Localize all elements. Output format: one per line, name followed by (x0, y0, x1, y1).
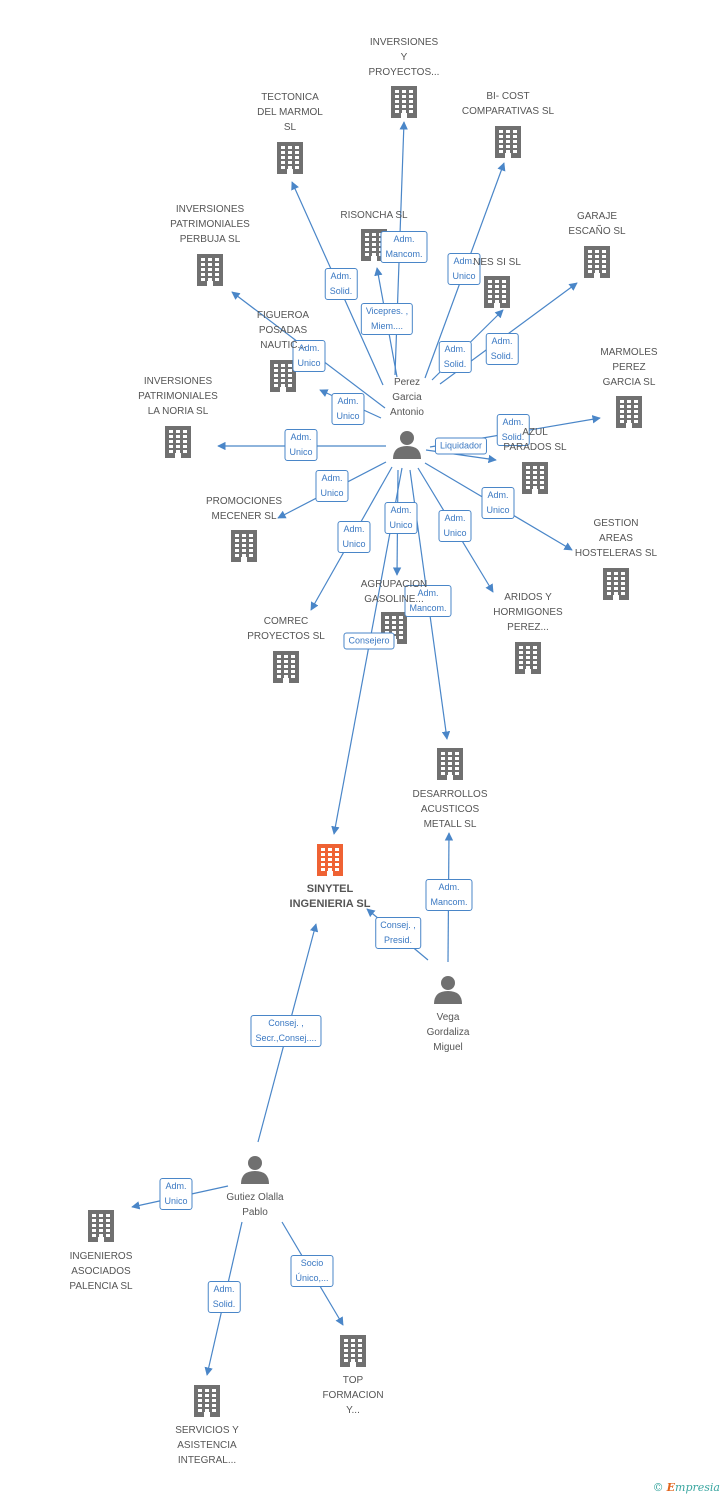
company-icon-marmoles[interactable] (616, 396, 642, 428)
edge-label-perez-risoncha[interactable]: Vicepres. , Miem.... (360, 303, 414, 335)
company-icon-ingenieros[interactable] (88, 1210, 114, 1242)
company-icon-garaje[interactable] (584, 246, 610, 278)
edge-label-perez-comrec[interactable]: Adm. Unico (337, 521, 371, 553)
edge-label-perez-mecener[interactable]: Adm. Unico (315, 470, 349, 502)
edge-label-perez-gestion[interactable]: Adm. Unico (481, 487, 515, 519)
company-icon-desarrollos[interactable] (437, 748, 463, 780)
node-label-aridos[interactable]: ARIDOS Y HORMIGONES PEREZ... (493, 592, 563, 633)
node-label-desarrollos[interactable]: DESARROLLOS ACUSTICOS METALL SL (412, 789, 488, 830)
person-icon-perez[interactable] (393, 431, 421, 459)
company-icon-mecener[interactable] (231, 530, 257, 562)
company-icon-comrec[interactable] (273, 651, 299, 683)
node-label-servicios[interactable]: SERVICIOS Y ASISTENCIA INTEGRAL... (175, 1425, 239, 1466)
company-icon-gestion[interactable] (603, 568, 629, 600)
node-label-gestion[interactable]: GESTION AREAS HOSTELERAS SL (574, 518, 658, 559)
node-label-figueroa[interactable]: FIGUEROA POSADAS NAUTIC... (256, 310, 310, 351)
company-icon-inv_proy[interactable] (391, 86, 417, 118)
node-label-comrec[interactable]: COMREC PROYECTOS SL (247, 616, 325, 642)
node-label-gutiez[interactable]: Gutiez Olalla Pablo (226, 1192, 284, 1218)
node-label-nes[interactable]: NES SI SL (473, 257, 521, 268)
edge-label-perez-azul[interactable]: Liquidador (434, 437, 488, 455)
company-icon-azul[interactable] (522, 462, 548, 494)
company-icon-top[interactable] (340, 1335, 366, 1367)
edge-label-gutiez-servicios[interactable]: Adm. Solid. (207, 1281, 241, 1313)
node-label-risoncha[interactable]: RISONCHA SL (340, 210, 408, 221)
edge-label-perez-perbuja[interactable]: Adm. Unico (292, 340, 326, 372)
node-label-top[interactable]: TOP FORMACION Y... (322, 1375, 384, 1416)
edge-label-perez-aridos[interactable]: Adm. Unico (438, 510, 472, 542)
copyright-icon: © (652, 1481, 664, 1494)
main-company-icon-sinytel[interactable] (317, 844, 343, 876)
node-label-agrupacion[interactable]: AGRUPACION GASOLINE... (360, 579, 428, 605)
edge-label-gutiez-top[interactable]: Socio Único,... (290, 1255, 334, 1287)
edge-label-perez-figueroa[interactable]: Adm. Unico (331, 393, 365, 425)
edge-label-perez-tectonica[interactable]: Adm. Solid. (324, 268, 358, 300)
company-icon-perbuja[interactable] (197, 254, 223, 286)
company-icon-bicost[interactable] (495, 126, 521, 158)
node-label-sinytel[interactable]: SINYTEL INGENIERIA SL (289, 883, 371, 910)
edge-label-vega-desarrollos[interactable]: Adm. Mancom. (425, 879, 473, 911)
person-icon-vega[interactable] (434, 976, 462, 1004)
edge-label-perez-desarrollos[interactable]: Adm. Mancom. (404, 585, 452, 617)
edge-label-perez-nes[interactable]: Adm. Solid. (438, 341, 472, 373)
edge-label-vega-sinytel[interactable]: Consej. , Presid. (375, 917, 421, 949)
edge-label-perez-agrupacion[interactable]: Adm. Unico (384, 502, 418, 534)
company-icon-tectonica[interactable] (277, 142, 303, 174)
node-label-perbuja[interactable]: INVERSIONES PATRIMONIALES PERBUJA SL (170, 204, 250, 245)
edge-label-perez-sinytel[interactable]: Consejero (343, 632, 395, 650)
node-label-inv_proy[interactable]: INVERSIONES Y PROYECTOS... (368, 37, 440, 78)
node-label-ingenieros[interactable]: INGENIEROS ASOCIADOS PALENCIA SL (69, 1251, 133, 1292)
brand-logo: ©Empresia (653, 1481, 720, 1494)
node-label-bicost[interactable]: BI- COST COMPARATIVAS SL (461, 91, 555, 117)
node-label-perez[interactable]: Perez Garcia Antonio (390, 377, 424, 418)
company-icon-figueroa[interactable] (270, 360, 296, 392)
node-label-lanoria[interactable]: INVERSIONES PATRIMONIALES LA NORIA SL (138, 376, 218, 417)
brand-name: Empresia (666, 1481, 720, 1494)
company-icon-lanoria[interactable] (165, 426, 191, 458)
edge-label-gutiez-sinytel[interactable]: Consej. , Secr.,Consej.... (250, 1015, 322, 1047)
node-label-mecener[interactable]: PROMOCIONES MECENER SL (205, 496, 283, 522)
edge-label-perez-lanoria[interactable]: Adm. Unico (284, 429, 318, 461)
edge-label-gutiez-ingenieros[interactable]: Adm. Unico (159, 1178, 193, 1210)
edge-label-perez-marmoles[interactable]: Adm. Solid. (496, 414, 530, 446)
node-label-vega[interactable]: Vega Gordaliza Miguel (426, 1012, 470, 1053)
person-icon-gutiez[interactable] (241, 1156, 269, 1184)
company-icon-aridos[interactable] (515, 642, 541, 674)
edge-label-perez-inv_proy[interactable]: Adm. Mancom. (380, 231, 428, 263)
company-icon-servicios[interactable] (194, 1385, 220, 1417)
node-label-azul[interactable]: AZUL PARADOS SL (503, 427, 567, 453)
node-label-garaje[interactable]: GARAJE ESCAÑO SL (568, 211, 626, 237)
node-label-tectonica[interactable]: TECTONICA DEL MARMOL SL (257, 92, 323, 133)
company-icon-nes[interactable] (484, 276, 510, 308)
node-label-marmoles[interactable]: MARMOLES PEREZ GARCIA SL (600, 347, 658, 388)
edge-label-perez-bicost[interactable]: Adm. Unico (447, 253, 481, 285)
edge-label-perez-garaje[interactable]: Adm. Solid. (485, 333, 519, 365)
